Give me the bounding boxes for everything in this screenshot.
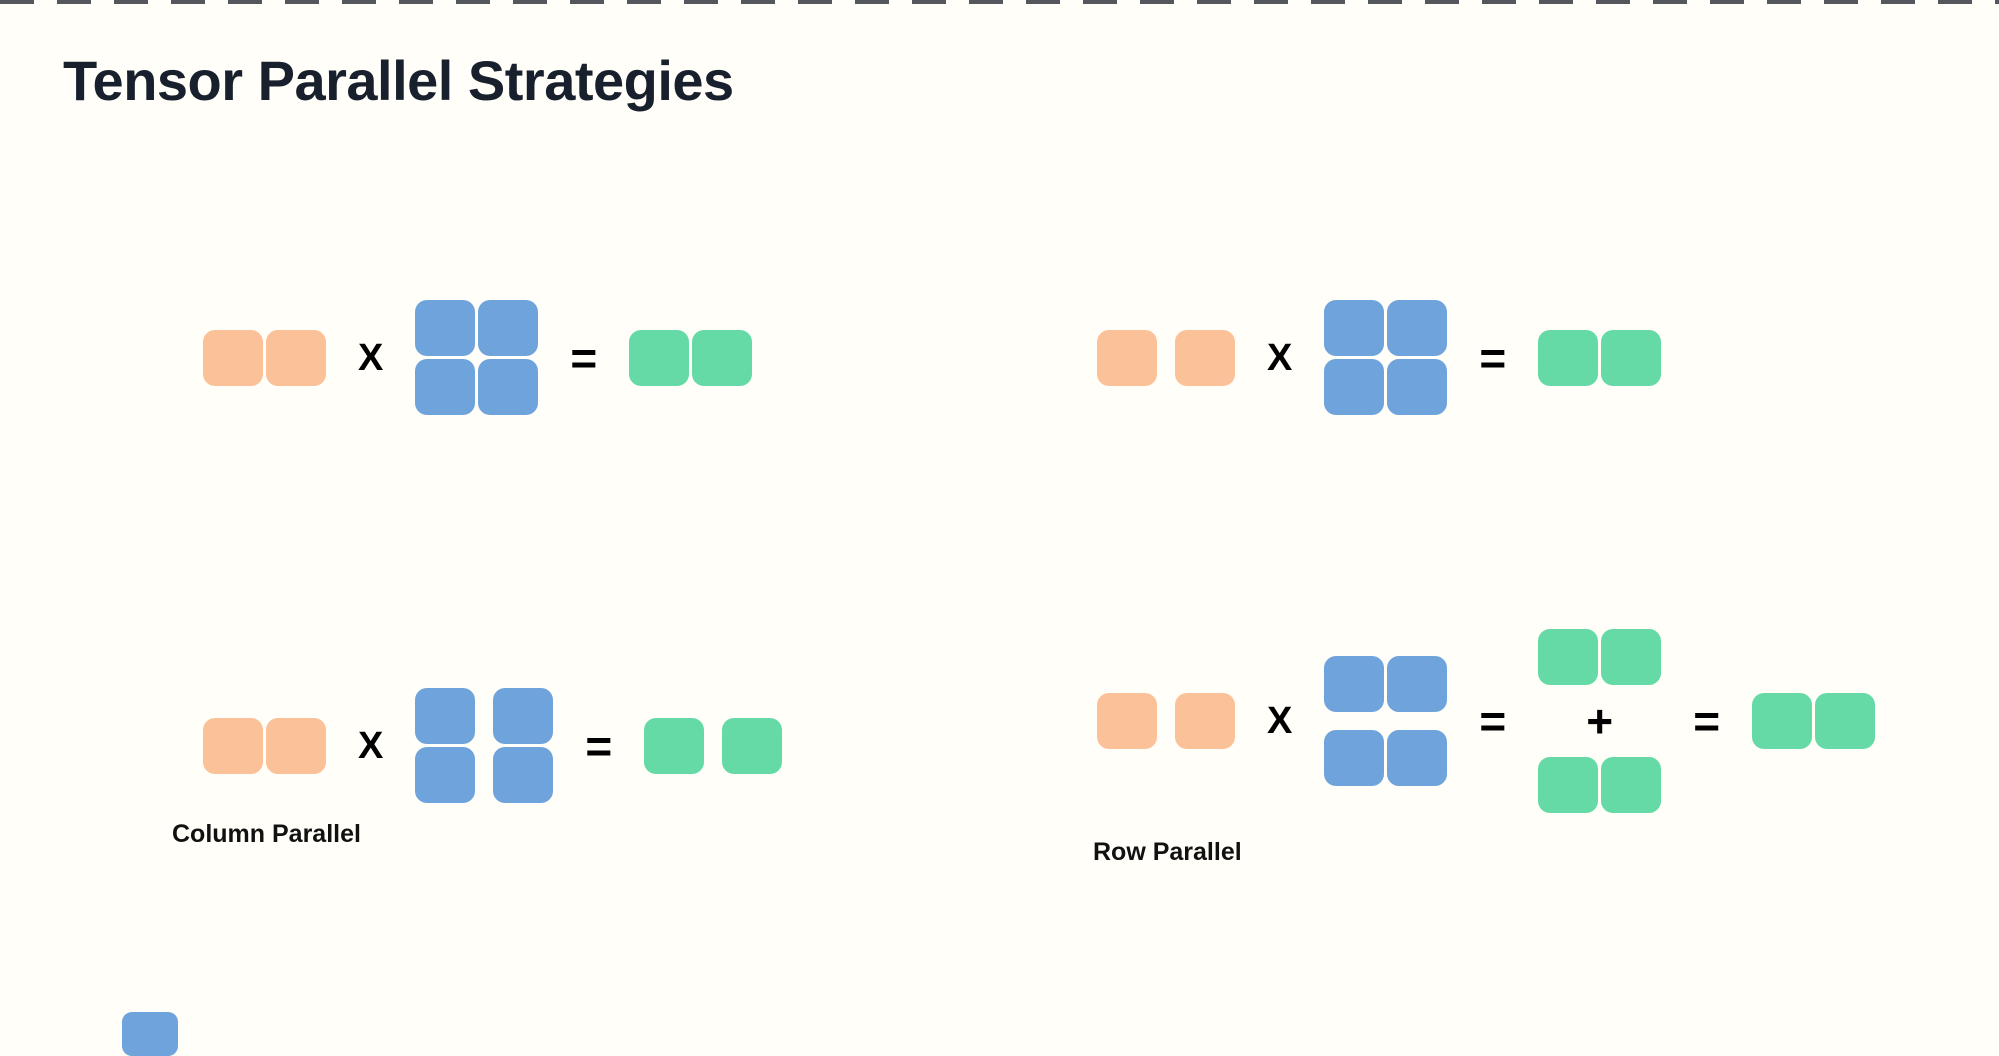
- output-activation-column-split-grid[interactable]: [644, 717, 783, 774]
- row-parallel-label[interactable]: Row Parallel: [1093, 838, 1242, 866]
- output-activation-grid[interactable]: [1538, 329, 1662, 386]
- slide-title[interactable]: Tensor Parallel Strategies: [63, 49, 734, 112]
- equals-operator[interactable]: =: [1693, 695, 1721, 747]
- input-activation-grid[interactable]: [1097, 693, 1235, 749]
- weight-matrix-block[interactable]: [478, 359, 539, 415]
- multiply-operator[interactable]: X: [358, 336, 384, 379]
- weight-matrix-block[interactable]: [1387, 300, 1448, 356]
- weight-matrix-block[interactable]: [1324, 359, 1385, 415]
- input-activation-block[interactable]: [1097, 693, 1157, 749]
- input-activation-block[interactable]: [1175, 693, 1235, 749]
- equals-operator[interactable]: =: [570, 331, 598, 384]
- partial-sum-stack: +: [1538, 629, 1662, 813]
- input-activation-block[interactable]: [203, 717, 263, 774]
- canvas-top-dashed-edge: [0, 0, 1999, 4]
- plus-operator[interactable]: +: [1586, 695, 1614, 747]
- weight-matrix-column-split-block[interactable]: [493, 747, 554, 803]
- weight-matrix-row-split-block[interactable]: [1324, 656, 1385, 712]
- output-activation-column-split-block[interactable]: [644, 717, 705, 774]
- output-activation-block[interactable]: [692, 329, 753, 386]
- input-activation-block[interactable]: [266, 717, 326, 774]
- equals-operator[interactable]: =: [1479, 695, 1507, 747]
- input-activation-block[interactable]: [1097, 329, 1157, 386]
- partial-output-block[interactable]: [1601, 757, 1662, 813]
- input-activation-block[interactable]: [1175, 329, 1235, 386]
- output-activation-block[interactable]: [629, 329, 690, 386]
- input-activation-block[interactable]: [266, 329, 326, 386]
- weight-matrix-block[interactable]: [415, 300, 476, 356]
- weight-matrix-column-split-block[interactable]: [493, 688, 554, 744]
- figure-row-parallel: X = + =: [1097, 620, 1876, 822]
- multiply-operator[interactable]: X: [1267, 700, 1293, 742]
- output-activation-column-split-block[interactable]: [722, 717, 783, 774]
- partial-output-block[interactable]: [1538, 629, 1599, 685]
- partial-output-block[interactable]: [1601, 629, 1662, 685]
- output-activation-grid[interactable]: [629, 329, 753, 386]
- weight-matrix-column-split-grid[interactable]: [415, 688, 554, 803]
- clipped-blue-block[interactable]: [122, 1012, 178, 1056]
- output-activation-block[interactable]: [1601, 329, 1662, 386]
- multiply-operator[interactable]: X: [358, 724, 384, 767]
- output-activation-block[interactable]: [1815, 693, 1876, 749]
- weight-matrix-grid[interactable]: [1324, 300, 1448, 415]
- output-activation-block[interactable]: [1752, 693, 1813, 749]
- equals-operator[interactable]: =: [585, 719, 613, 772]
- weight-matrix-block[interactable]: [415, 359, 476, 415]
- equals-operator[interactable]: =: [1479, 331, 1507, 384]
- weight-matrix-column-split-block[interactable]: [415, 688, 476, 744]
- weight-matrix-block[interactable]: [1387, 359, 1448, 415]
- figure-matmul-top-right: X=: [1097, 300, 1662, 415]
- weight-matrix-block[interactable]: [1324, 300, 1385, 356]
- multiply-operator[interactable]: X: [1267, 336, 1293, 379]
- input-activation-grid[interactable]: [203, 717, 326, 774]
- input-activation-block[interactable]: [203, 329, 263, 386]
- partial-output-grid[interactable]: [1538, 629, 1662, 685]
- weight-matrix-row-split-block[interactable]: [1324, 730, 1385, 786]
- weight-matrix-column-split-block[interactable]: [415, 747, 476, 803]
- input-activation-grid[interactable]: [1097, 329, 1235, 386]
- figure-column-parallel: X=: [203, 688, 783, 803]
- column-parallel-label[interactable]: Column Parallel: [172, 820, 361, 848]
- weight-matrix-row-split-block[interactable]: [1387, 730, 1448, 786]
- partial-output-grid[interactable]: [1538, 757, 1662, 813]
- input-activation-grid[interactable]: [203, 329, 326, 386]
- figure-matmul-top-left: X=: [203, 300, 753, 415]
- output-activation-grid[interactable]: [1752, 693, 1876, 749]
- output-activation-block[interactable]: [1538, 329, 1599, 386]
- weight-matrix-block[interactable]: [478, 300, 539, 356]
- partial-output-block[interactable]: [1538, 757, 1599, 813]
- weight-matrix-row-split-grid[interactable]: [1324, 656, 1448, 786]
- weight-matrix-grid[interactable]: [415, 300, 539, 415]
- weight-matrix-row-split-block[interactable]: [1387, 656, 1448, 712]
